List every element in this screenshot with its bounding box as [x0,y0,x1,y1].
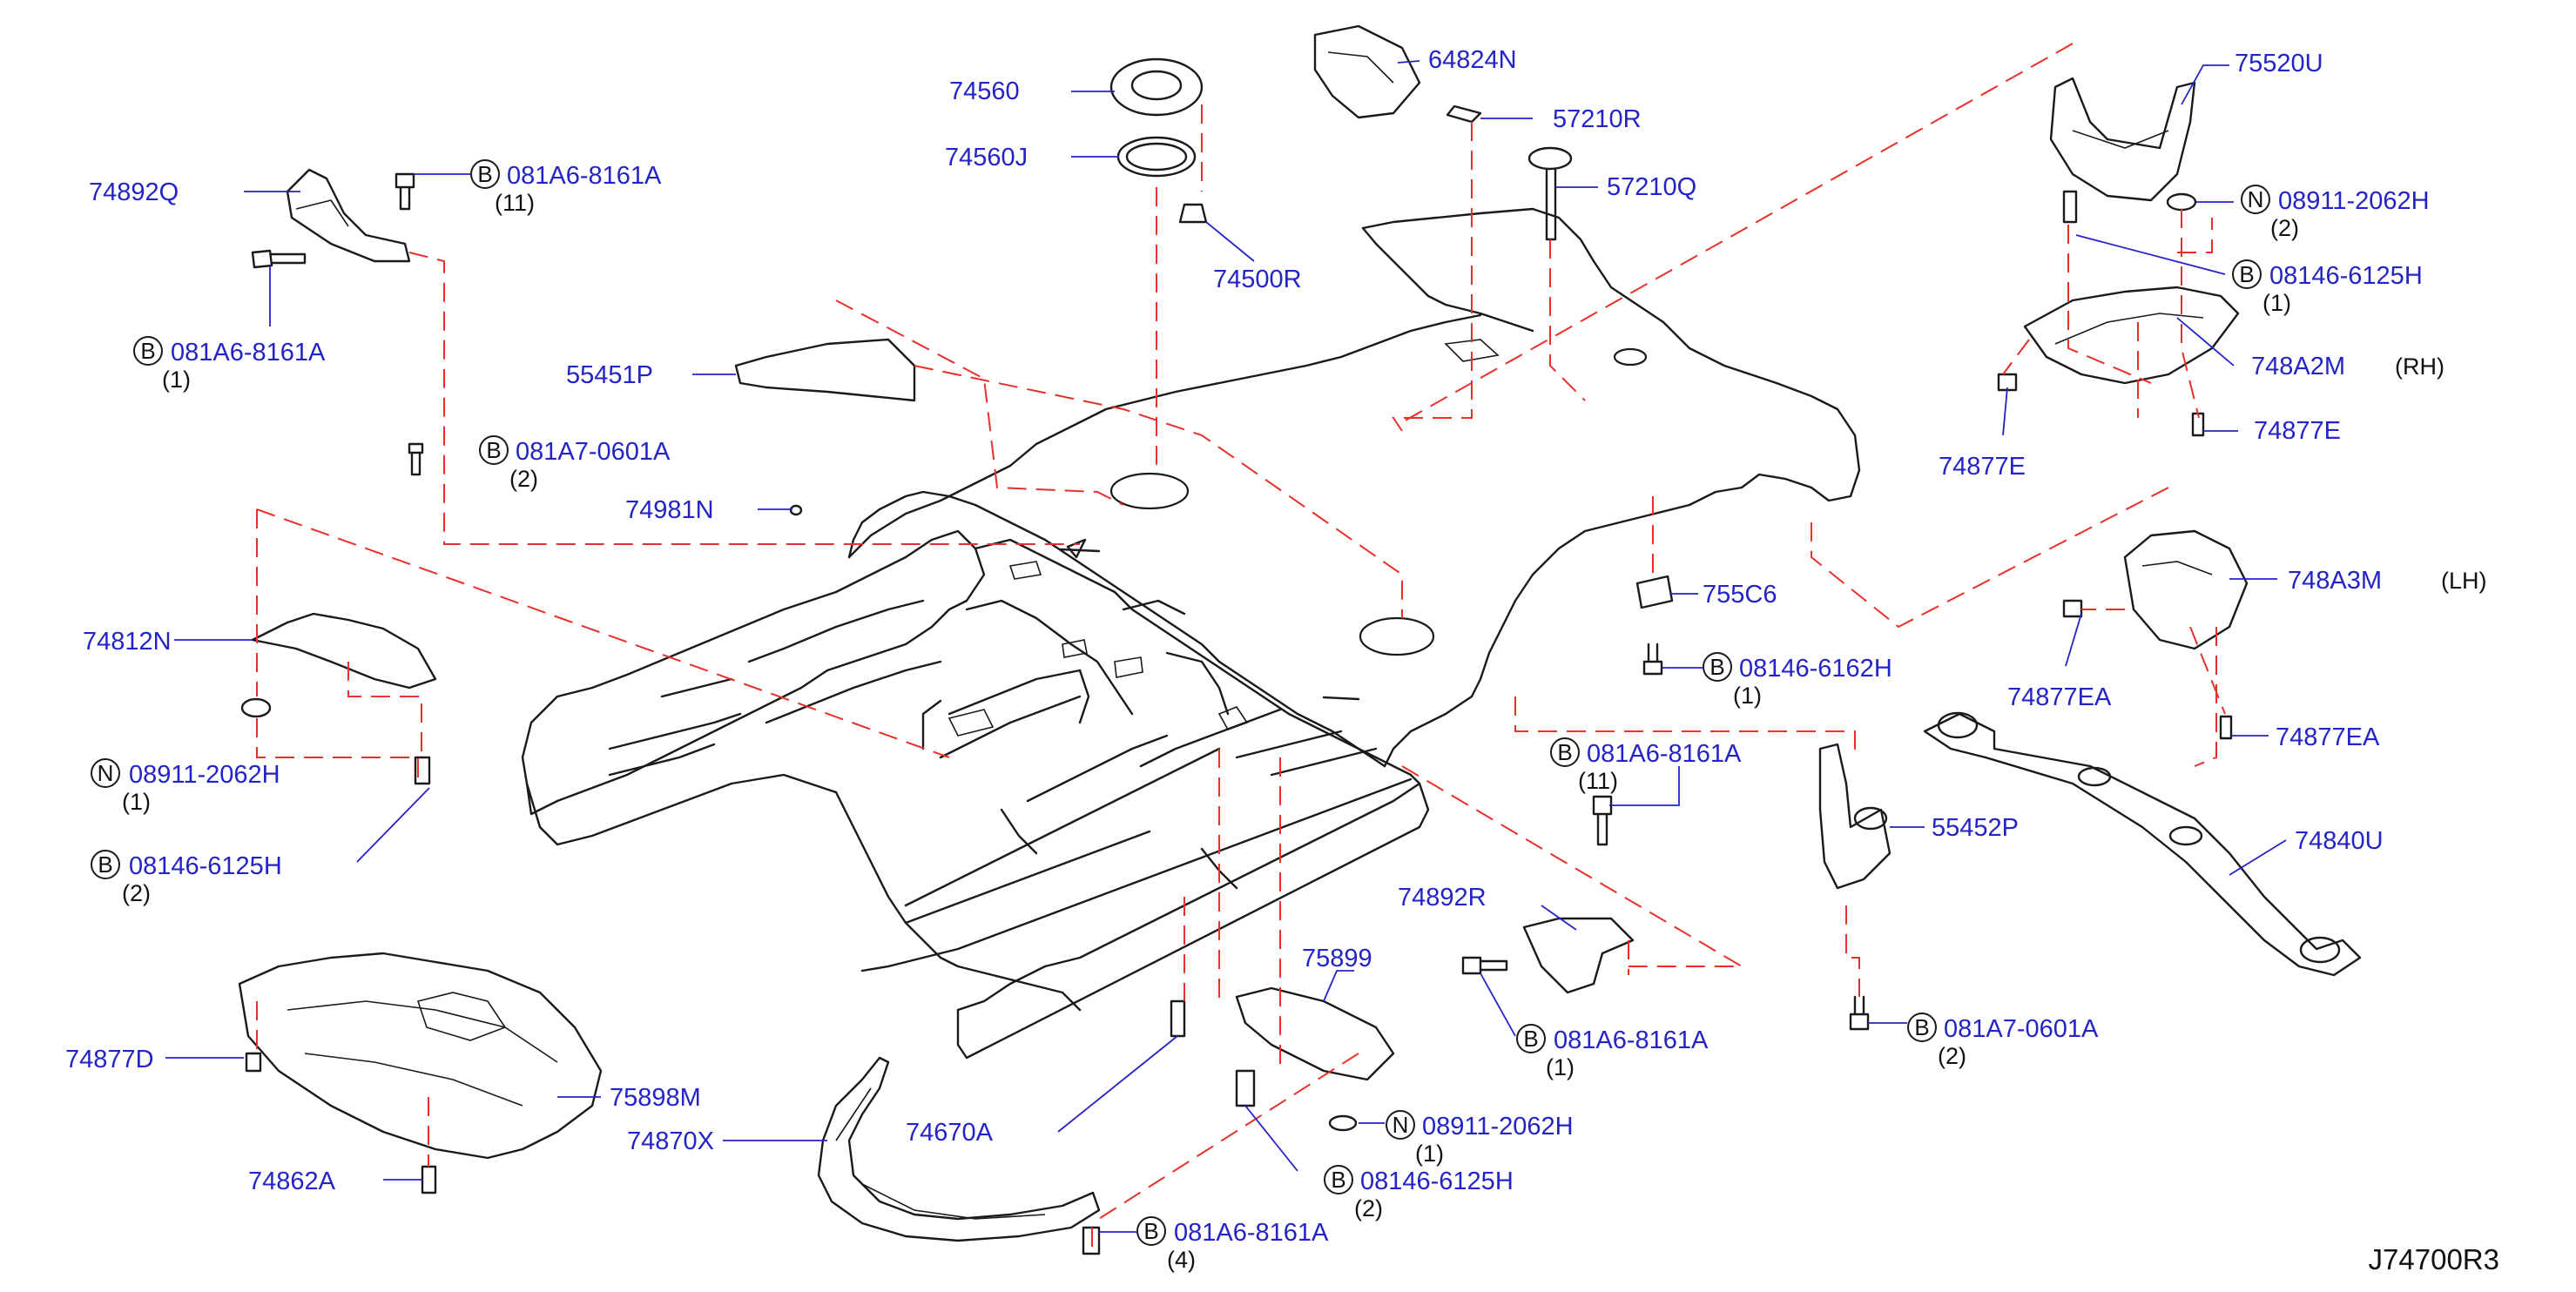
callout-part-number: 55451P [566,361,653,389]
callout-part-number: 74670A [906,1119,994,1147]
bolt-symbol-circle [479,435,509,465]
callout-part-number: 74892Q [89,178,179,206]
callout-quantity: (1) [1733,683,1762,709]
callout-part-number: 57210Q [1607,173,1696,201]
callout-part-number: 08146-6125H [1360,1168,1514,1195]
callout-symbol: B [1709,654,1724,680]
bolt-symbol-circle [1550,737,1580,767]
bolt-symbol-circle [2232,259,2262,289]
callout-symbol: B [1523,1026,1538,1052]
callout-quantity: (1) [1546,1054,1575,1080]
callout-part-number: 08146-6162H [1739,655,1892,683]
assembly-dashed-lines [256,43,2226,1254]
callout-part-number: 75520U [2235,50,2323,77]
bolt-symbol-circle [133,336,163,366]
callout-quantity: (2) [122,880,151,906]
callout-part-number: 74892R [1398,884,1487,912]
callout-quantity: (11) [495,190,535,216]
callout-symbol: B [486,437,501,463]
callout-quantity: (2) [2270,215,2299,241]
callout-part-number: 57210R [1553,105,1642,133]
callout-part-number: 74560J [945,144,1028,172]
callout-part-number: 08911-2062H [2278,187,2430,215]
callout-part-number: 74560 [949,77,1020,105]
callout-part-number: 08146-6125H [2269,262,2423,290]
callout-part-number: 081A6-8161A [1554,1026,1709,1054]
callout-part-number: 081A6-8161A [1587,740,1742,768]
callout-part-number: 755C6 [1703,581,1777,609]
callout-part-number: 081A6-8161A [1174,1219,1329,1247]
bolt-symbol-circle [1136,1216,1166,1246]
callout-part-number: 55452P [1932,814,2019,842]
callout-part-number: 748A2M [2251,353,2345,380]
callout-quantity: (1) [2262,290,2291,316]
callout-labels: 74892Q B 081A6-8161A (11) B 081A6-8161A … [65,46,2499,1275]
callout-symbol: B [1331,1167,1345,1193]
callout-symbol: N [1393,1112,1409,1138]
callout-part-number: 74981N [625,496,714,524]
callout-symbol: B [1557,739,1572,765]
callout-part-number: 748A3M [2288,567,2382,595]
callout-side: (RH) [2395,353,2445,380]
callout-symbol: B [98,851,112,878]
floor-panel-drawing [521,207,1861,1060]
callout-part-number: 74877EA [2276,723,2380,751]
callout-quantity: (11) [1578,768,1618,794]
callout-quantity: (1) [122,789,151,815]
callout-part-number: 74862A [248,1168,336,1195]
callout-symbol: B [140,338,155,364]
callout-part-number: 74877E [1939,453,2026,481]
callout-part-number: 08146-6125H [129,852,282,880]
callout-symbol: B [1914,1014,1929,1040]
bolt-symbol-circle [1907,1013,1937,1042]
callout-part-number: 64824N [1428,46,1517,74]
callout-part-number: 74500R [1213,266,1302,293]
callout-part-number: 74870X [627,1127,714,1155]
callout-part-number: 081A6-8161A [171,339,326,367]
callout-symbol: B [477,161,492,187]
callout-part-number: 74840U [2295,827,2384,855]
callout-side: (LH) [2441,568,2487,594]
part-shapes [238,24,2362,1255]
callout-quantity: (1) [1415,1141,1444,1167]
callout-part-number: 081A7-0601A [516,438,671,466]
bolt-symbol-circle [1516,1024,1546,1053]
callout-part-number: 081A7-0601A [1944,1015,2099,1043]
callout-quantity: (2) [509,466,538,492]
bolt-symbol-circle [91,850,120,879]
leader-lines [165,60,2287,1233]
callout-part-number: 74812N [83,628,172,656]
nut-symbol-circle [1386,1110,1415,1140]
bolt-symbol-circle [470,159,500,189]
callout-part-number: 08911-2062H [1422,1113,1574,1141]
callout-quantity: (2) [1938,1043,1966,1069]
diagram-code: J74700R3 [2369,1243,2499,1275]
callout-part-number: 74877EA [2007,683,2112,711]
nut-symbol-circle [91,758,120,788]
callout-part-number: 75899 [1302,945,1372,972]
nut-symbol-circle [2241,185,2270,214]
callout-quantity: (1) [162,367,191,393]
callout-part-number: 08911-2062H [129,761,280,789]
callout-part-number: 74877E [2254,417,2341,445]
callout-part-number: 081A6-8161A [507,162,662,190]
bolt-symbol-circle [1324,1165,1353,1194]
callout-symbol: N [2248,186,2264,212]
callout-part-number: 74877D [65,1046,154,1073]
bolt-symbol-circle [1703,652,1732,682]
callout-symbol: N [98,760,114,786]
callout-symbol: B [2239,261,2254,287]
callout-symbol: B [1143,1218,1158,1244]
callout-quantity: (4) [1167,1247,1196,1273]
callout-part-number: 75898M [610,1084,701,1112]
callout-quantity: (2) [1354,1195,1383,1221]
